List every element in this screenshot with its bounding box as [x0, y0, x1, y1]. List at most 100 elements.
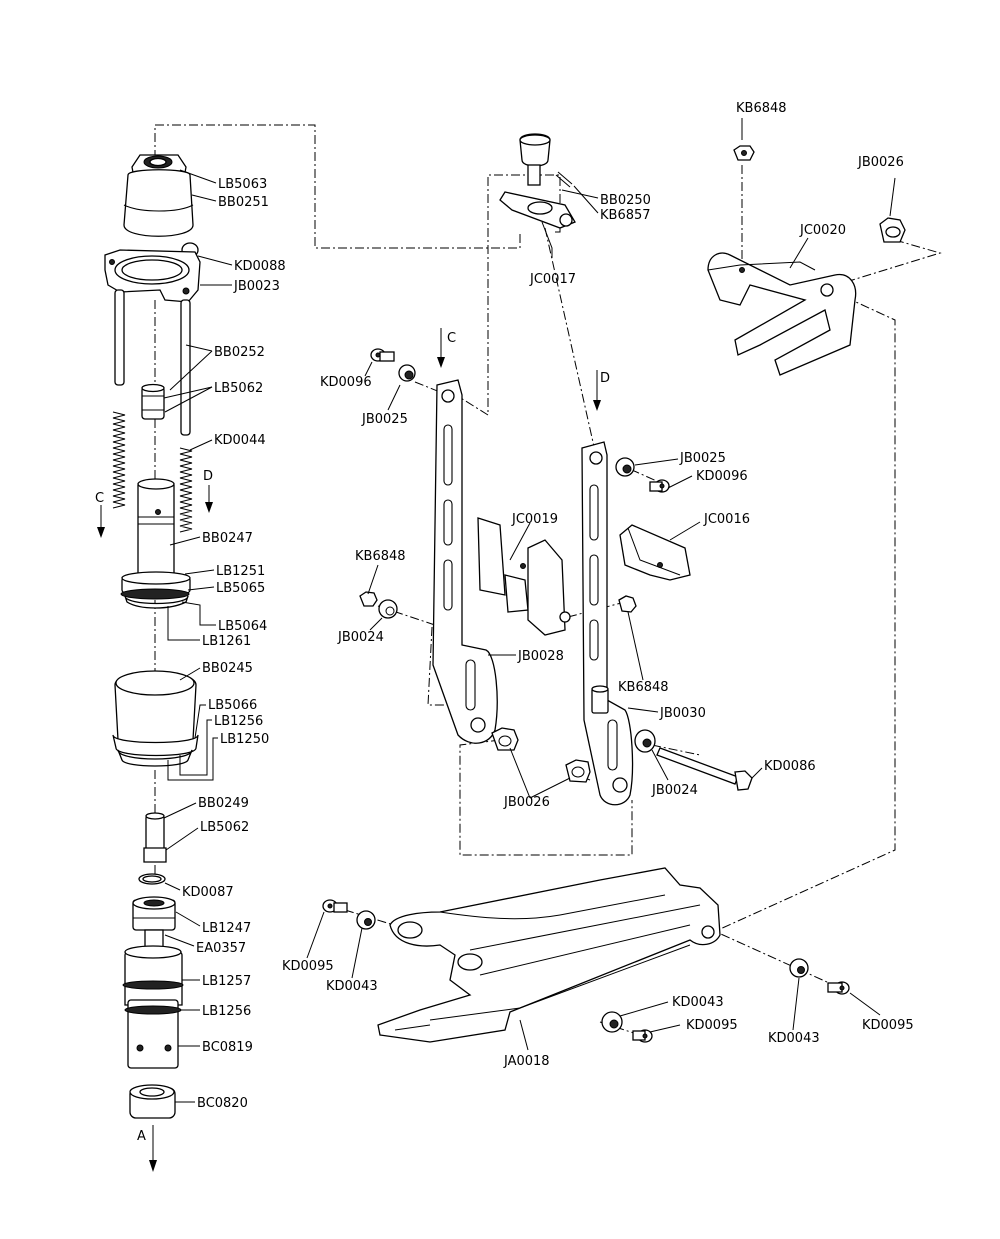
spring-right	[179, 447, 193, 533]
clip-jc0016	[619, 524, 691, 581]
label-kd0086: KD0086	[764, 759, 816, 774]
label-jb0026-top: JB0026	[857, 155, 904, 170]
label-bb0250: BB0250	[600, 193, 651, 208]
nut-kb6848-top	[733, 145, 755, 161]
bushing-bb0249	[143, 812, 167, 863]
label-lb1251: LB1251	[216, 564, 265, 579]
label-lb1256-upper: LB1256	[214, 714, 263, 729]
screw-kd0095-b	[632, 1029, 653, 1043]
washer-kd0043-c	[789, 958, 809, 978]
spring-left	[112, 411, 126, 509]
label-kd0044: KD0044	[214, 433, 266, 448]
washer-jb0025-a	[398, 364, 416, 382]
plunger-bb0247	[120, 478, 191, 609]
knob-bb0250	[519, 133, 551, 186]
washer-jb0024-a	[378, 599, 398, 619]
screw-kd0095-a	[322, 899, 348, 913]
nut-jb0026-top	[879, 217, 906, 243]
label-kd0043-b: KD0043	[672, 995, 724, 1010]
cap-bc0820	[129, 1084, 176, 1119]
washer-kd0043-a	[356, 910, 376, 930]
label-lb5062-upper: LB5062	[214, 381, 263, 396]
label-jb0030: JB0030	[659, 706, 706, 721]
label-kb6857: KB6857	[600, 208, 651, 223]
label-kd0088: KD0088	[234, 259, 286, 274]
label-lb1250: LB1250	[220, 732, 269, 747]
label-kd0043-c: KD0043	[768, 1031, 820, 1046]
bushing-lb5062-upper	[141, 383, 165, 420]
part-labels: LB5063 BB0251 KD0088 JB0023 BB0252 LB506…	[95, 101, 914, 1144]
screw-kd0095-c	[827, 981, 850, 995]
label-d-left: D	[203, 469, 213, 484]
screw-kd0096-b	[649, 479, 670, 493]
arm-ja0018	[377, 867, 721, 1043]
label-lb1257: LB1257	[202, 974, 251, 989]
arrow-a	[149, 1125, 157, 1172]
label-lb5062-lower: LB5062	[200, 820, 249, 835]
label-jb0026-a: JB0026	[503, 795, 550, 810]
label-kb6848-b: KB6848	[618, 680, 669, 695]
arrow-c-mid	[437, 328, 445, 368]
label-lb5066: LB5066	[208, 698, 257, 713]
label-lb1261: LB1261	[202, 634, 251, 649]
arrow-d-left	[205, 485, 213, 513]
nut-jb0026-a	[491, 727, 519, 751]
label-kd0087: KD0087	[182, 885, 234, 900]
cap-bb0251	[123, 169, 194, 237]
clamp-jc0017	[499, 191, 576, 229]
arrow-d-mid	[593, 370, 601, 411]
valve-lb1247	[132, 896, 176, 949]
label-lb5064: LB5064	[218, 619, 267, 634]
label-c-left: C	[95, 491, 104, 506]
label-bb0245: BB0245	[202, 661, 253, 676]
label-bb0249: BB0249	[198, 796, 249, 811]
washer-jb0025-b	[615, 457, 635, 477]
label-kd0095-c: KD0095	[862, 1018, 914, 1033]
label-lb1256-lower: LB1256	[202, 1004, 251, 1019]
springs-kd0044	[112, 411, 193, 533]
label-lb5065: LB5065	[216, 581, 265, 596]
label-bc0819: BC0819	[202, 1040, 253, 1055]
nut-jb0026-b	[565, 759, 591, 783]
label-kb6848-a: KB6848	[355, 549, 406, 564]
label-a-arrow: A	[137, 1129, 146, 1144]
label-jc0017: JC0017	[529, 272, 576, 287]
label-c-mid: C	[447, 331, 456, 346]
washer-kd0043-b	[601, 1011, 623, 1033]
label-kb6848-top: KB6848	[736, 101, 787, 116]
label-lb1247: LB1247	[202, 921, 251, 936]
label-bb0247: BB0247	[202, 531, 253, 546]
label-lb5063: LB5063	[218, 177, 267, 192]
label-jc0016: JC0016	[703, 512, 750, 527]
label-kd0095-a: KD0095	[282, 959, 334, 974]
label-jb0024-a: JB0024	[337, 630, 384, 645]
label-jb0023: JB0023	[233, 279, 280, 294]
label-kd0096-b: KD0096	[696, 469, 748, 484]
label-jb0025-b: JB0025	[679, 451, 726, 466]
plate-jb0028	[432, 379, 498, 744]
bolt-kd0086	[656, 747, 753, 791]
label-jb0025-a: JB0025	[361, 412, 408, 427]
label-bc0820: BC0820	[197, 1096, 248, 1111]
nut-kb6848-b	[618, 595, 637, 613]
piston-bc0819	[122, 945, 184, 1069]
label-kd0095-b: KD0095	[686, 1018, 738, 1033]
label-jc0019: JC0019	[511, 512, 558, 527]
label-jc0020: JC0020	[799, 223, 846, 238]
label-d-mid: D	[600, 371, 610, 386]
label-jb0024-b: JB0024	[651, 783, 698, 798]
leader-lines	[163, 118, 896, 1103]
label-jb0028: JB0028	[517, 649, 564, 664]
label-bb0252: BB0252	[214, 345, 265, 360]
screw-kd0096-a	[370, 348, 395, 362]
oring-kd0087	[138, 873, 166, 885]
arrow-c-left	[97, 505, 105, 538]
rods-bb0252	[114, 289, 191, 436]
cup-bb0245	[112, 670, 199, 767]
plate-jb0030	[581, 441, 634, 806]
label-kd0043-a: KD0043	[326, 979, 378, 994]
label-ea0357: EA0357	[196, 941, 246, 956]
bracket-jc0020	[707, 252, 857, 376]
yoke-jb0023	[104, 249, 201, 303]
